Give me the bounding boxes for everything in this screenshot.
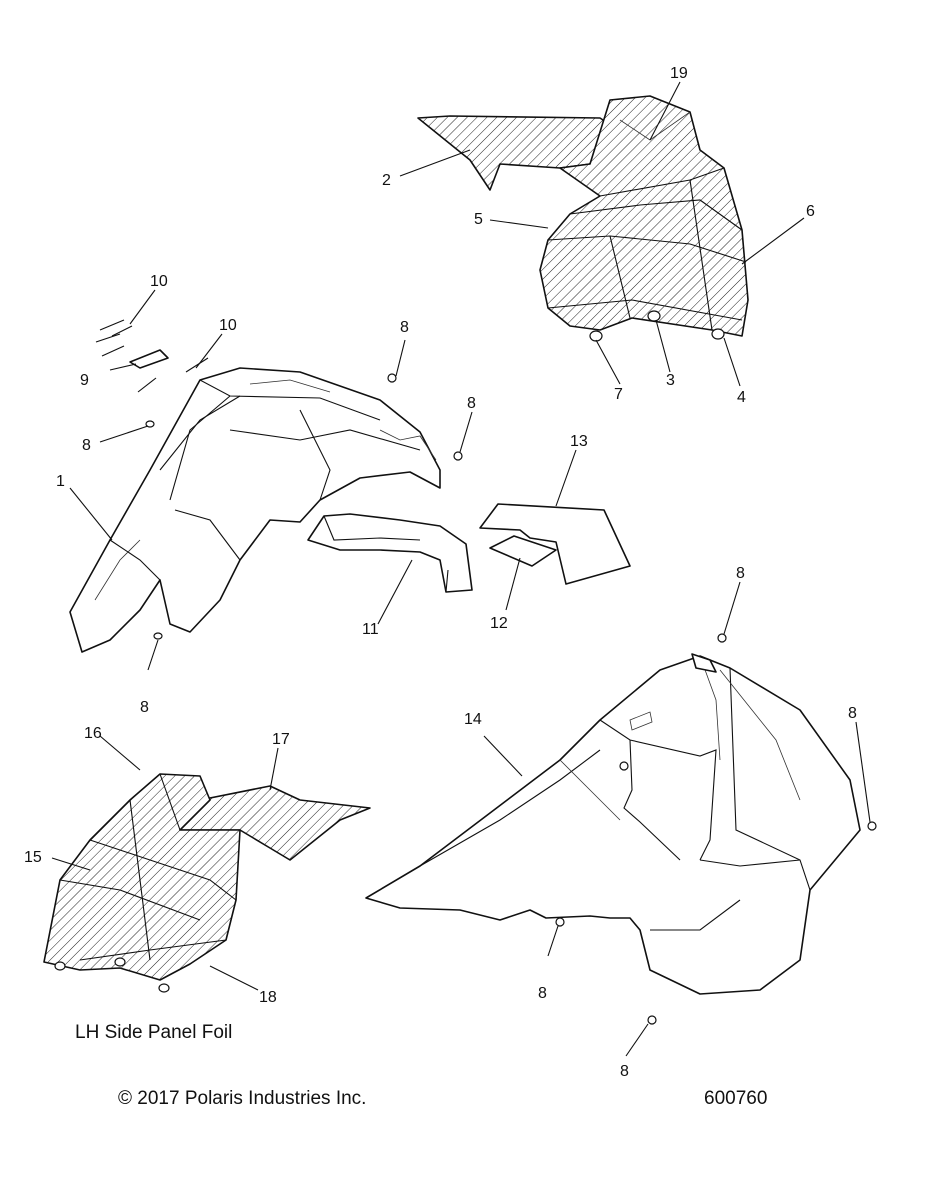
rh-foil-main-body [539,95,749,337]
lh-foil-upper-wing [179,785,371,861]
callout-8a: 8 [82,437,91,454]
callout-8g: 8 [538,985,547,1002]
front-side-panel [69,367,441,653]
leader-lines [51,81,871,1057]
retainer-bracket [129,349,169,369]
front-side-panel-assembly [69,319,463,653]
callout-16: 16 [84,725,102,742]
callout-1: 1 [56,473,65,490]
foil-sheet-13 [479,503,631,585]
push-rivet-8g [867,821,877,831]
callout-5: 5 [474,211,483,228]
lh-foil-stud-c [158,983,170,993]
callout-8b: 8 [400,319,409,336]
rh-foil-stud-4 [711,328,725,340]
push-rivet-8e [717,633,727,643]
callout-8h: 8 [620,1063,629,1080]
callout-17: 17 [272,731,290,748]
document-number: 600760 [704,1088,768,1109]
foil-sheet-assembly [479,503,631,585]
lh-foil-main-body [43,773,241,981]
push-rivet-8h [555,917,565,927]
push-rivet-8i [647,1015,657,1025]
lh-foil-stud-b [114,957,126,967]
rh-side-panel-foil-assembly [417,95,749,342]
push-rivet-8d [153,632,163,640]
rh-foil-stud-7 [589,330,603,342]
rh-side-panel [365,655,861,995]
diagram-caption: LH Side Panel Foil [75,1022,233,1043]
callout-8f: 8 [848,705,857,722]
push-rivet-8b [387,373,397,383]
lh-foil-stud-a [54,961,66,971]
callout-4: 4 [737,389,746,406]
callout-19: 19 [670,65,688,82]
callout-18: 18 [259,989,277,1006]
callout-10a: 10 [150,273,168,290]
callout-8c: 8 [467,395,476,412]
callout-10b: 10 [219,317,237,334]
callout-15: 15 [24,849,42,866]
push-rivet-8c [453,451,463,461]
rh-foil-stud-3 [647,310,661,322]
copyright-notice: © 2017 Polaris Industries Inc. [118,1088,367,1109]
callout-13: 13 [570,433,588,450]
foil-sheet-12 [489,535,557,567]
air-duct-assembly [307,513,473,593]
callout-9: 9 [80,372,89,389]
callout-2: 2 [382,172,391,189]
callout-labels: 19 2 5 6 7 3 4 10 10 9 8 8 8 1 8 13 11 1… [24,65,857,1080]
push-rivet-8f [619,761,629,771]
callout-11: 11 [362,621,379,638]
callout-8d: 8 [140,699,149,716]
callout-7: 7 [614,386,623,403]
callout-6: 6 [806,203,815,220]
callout-14: 14 [464,711,482,728]
lh-side-panel-foil-assembly [43,773,371,993]
callout-12: 12 [490,615,508,632]
push-rivet-8a [145,420,155,428]
air-duct [307,513,473,593]
callout-3: 3 [666,372,675,389]
rh-side-panel-assembly [365,633,877,1025]
callout-8e: 8 [736,565,745,582]
